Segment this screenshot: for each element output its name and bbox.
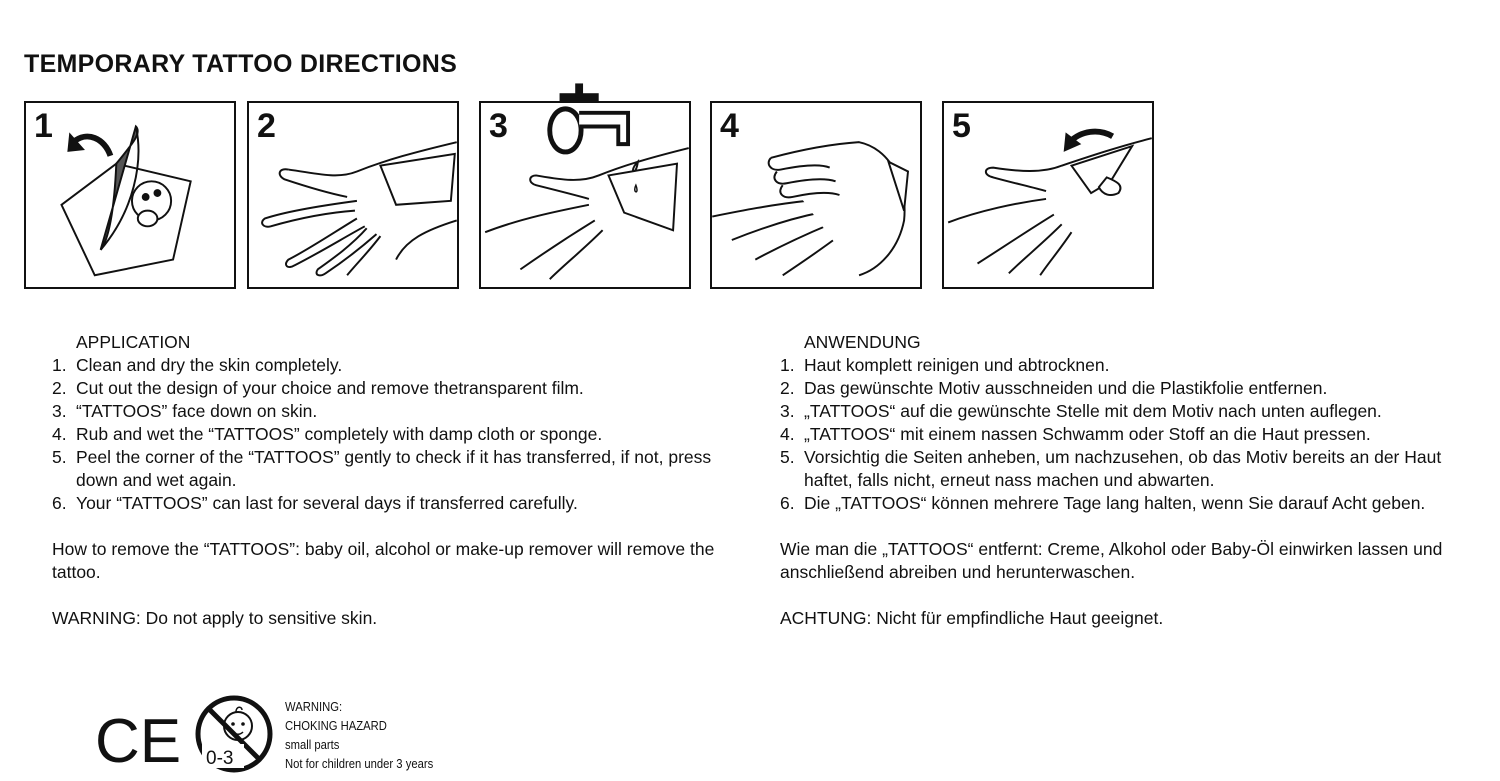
no-children-under-3-icon: 0-3 bbox=[195, 695, 273, 773]
step-panel-3: 3 bbox=[479, 83, 691, 289]
removal-note: How to remove the “TATTOOS”: baby oil, a… bbox=[52, 539, 715, 582]
anwendung-heading: ANWENDUNG bbox=[804, 332, 921, 352]
step-number: 5 bbox=[952, 107, 971, 145]
list-item: 2.Cut out the design of your choice and … bbox=[52, 378, 584, 398]
step-panel-5: 5 bbox=[942, 101, 1154, 289]
german-steps-list: 1.Haut komplett reinigen und abtrocknen.… bbox=[780, 354, 1495, 515]
ce-mark-icon: CE bbox=[95, 708, 181, 768]
age-range-label: 0-3 bbox=[206, 748, 233, 769]
page-title: TEMPORARY TATTOO DIRECTIONS bbox=[24, 50, 458, 78]
choking-hazard-warning: WARNING: CHOKING HAZARD small parts Not … bbox=[285, 700, 434, 771]
list-item: 5.Peel the corner of the “TATTOOS” gentl… bbox=[52, 447, 712, 490]
step-number: 2 bbox=[257, 107, 276, 145]
removal-note: Wie man die „TATTOOS“ entfernt: Creme, A… bbox=[780, 539, 1443, 582]
list-item: 1.Clean and dry the skin completely. bbox=[52, 355, 343, 375]
list-item: 6.Your “TATTOOS” can last for several da… bbox=[52, 493, 578, 513]
list-item: 1.Haut komplett reinigen und abtrocknen. bbox=[780, 355, 1110, 375]
english-steps-list: 1.Clean and dry the skin completely. 2.C… bbox=[52, 354, 742, 515]
list-item: 4.Rub and wet the “TATTOOS” completely w… bbox=[52, 424, 603, 444]
peel-check-illustration bbox=[947, 128, 1152, 276]
water-tap-illustration bbox=[484, 83, 689, 280]
hand-tattoo-illustration bbox=[261, 141, 458, 277]
german-instructions: ANWENDUNG 1.Haut komplett reinigen und a… bbox=[780, 331, 1495, 630]
list-item: 5.Vorsichtig die Seiten anheben, um nach… bbox=[780, 447, 1442, 490]
english-instructions: APPLICATION 1.Clean and dry the skin com… bbox=[52, 331, 742, 630]
list-item: 2.Das gewünschte Motiv ausschneiden und … bbox=[780, 378, 1328, 398]
rub-cloth-illustration bbox=[712, 141, 910, 277]
list-item: 6.Die „TATTOOS“ können mehrere Tage lang… bbox=[780, 493, 1426, 513]
application-heading: APPLICATION bbox=[76, 332, 191, 352]
step-number: 3 bbox=[489, 107, 508, 145]
warning-note: WARNING: Do not apply to sensitive skin. bbox=[52, 608, 378, 628]
list-item: 3.„TATTOOS“ auf die gewünschte Stelle mi… bbox=[780, 401, 1382, 421]
step-number: 1 bbox=[34, 107, 53, 145]
peel-sheet-illustration bbox=[60, 124, 192, 277]
list-item: 4.„TATTOOS“ mit einem nassen Schwamm ode… bbox=[780, 424, 1371, 444]
ce-mark-text: CE bbox=[95, 708, 181, 768]
step-panel-4: 4 bbox=[710, 101, 922, 289]
warning-note: ACHTUNG: Nicht für empfindliche Haut gee… bbox=[780, 608, 1164, 628]
step-number: 4 bbox=[720, 107, 739, 145]
step-panel-2: 2 bbox=[247, 101, 459, 289]
list-item: 3.“TATTOOS” face down on skin. bbox=[52, 401, 318, 421]
step-panel-1: 1 bbox=[24, 101, 236, 289]
